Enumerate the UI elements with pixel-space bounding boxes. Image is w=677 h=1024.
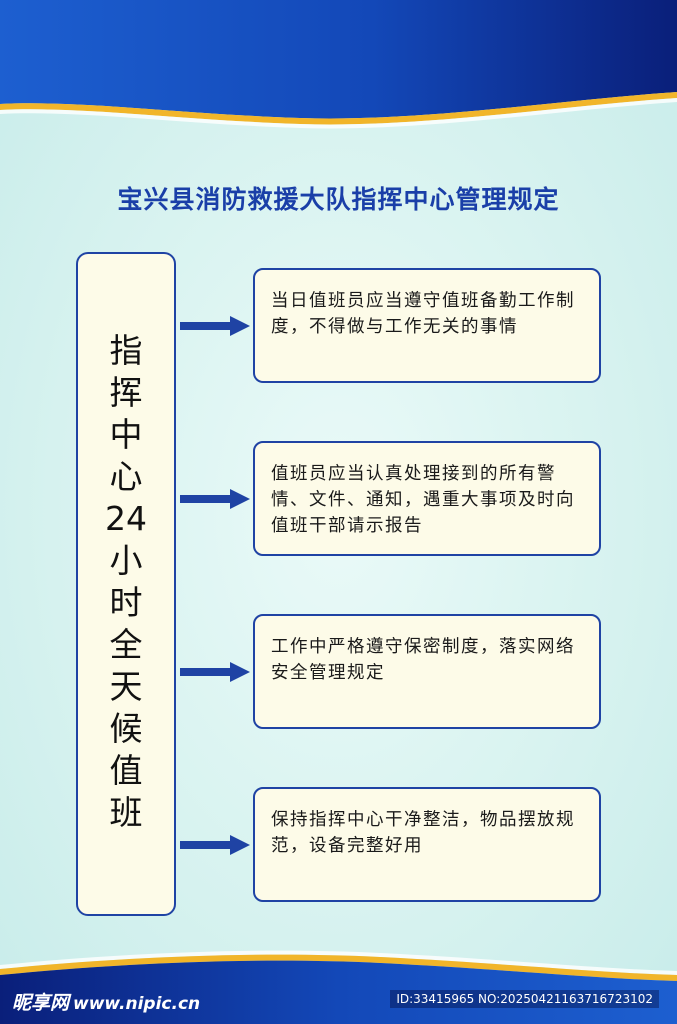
header-band (0, 0, 677, 129)
left-char: 指 (109, 331, 143, 370)
left-char: 候 (109, 709, 143, 748)
left-char: 挥 (109, 373, 143, 412)
arrow-right-icon (180, 662, 250, 682)
left-panel: 指 挥 中 心 24 小 时 全 天 候 值 班 (76, 252, 176, 916)
rule-text: 当日值班员应当遵守值班备勤工作制度，不得做与工作无关的事情 (271, 291, 575, 337)
rule-box-2: 值班员应当认真处理接到的所有警情、文件、通知，遇重大事项及时向值班干部请示报告 (253, 441, 601, 556)
watermark-id: ID:33415965 NO:20250421163716723102 (390, 990, 659, 1008)
left-char: 全 (109, 625, 143, 664)
left-char: 小 (109, 541, 143, 580)
arrow-right-icon (180, 835, 250, 855)
rule-text: 值班员应当认真处理接到的所有警情、文件、通知，遇重大事项及时向值班干部请示报告 (271, 464, 575, 536)
page-title: 宝兴县消防救援大队指挥中心管理规定 (117, 185, 560, 214)
arrow-right-icon (180, 316, 250, 336)
left-char: 心 (109, 457, 143, 496)
rule-text: 工作中严格遵守保密制度，落实网络安全管理规定 (271, 637, 575, 683)
rule-text: 保持指挥中心干净整洁，物品摆放规范，设备完整好用 (271, 810, 575, 856)
watermark-site: www.nipic.cn (73, 994, 201, 1014)
rule-box-3: 工作中严格遵守保密制度，落实网络安全管理规定 (253, 614, 601, 729)
left-char: 时 (109, 583, 143, 622)
left-char: 中 (109, 415, 143, 454)
rule-box-1: 当日值班员应当遵守值班备勤工作制度，不得做与工作无关的事情 (253, 268, 601, 383)
left-char: 值 (109, 751, 143, 790)
footer-band (0, 950, 677, 1024)
left-char: 班 (109, 793, 143, 832)
left-panel-text: 指 挥 中 心 24 小 时 全 天 候 值 班 (78, 330, 174, 834)
watermark-brand-text: 昵享网 (12, 992, 70, 1014)
arrow-right-icon (180, 489, 250, 509)
left-char: 24 (105, 499, 147, 538)
rule-box-4: 保持指挥中心干净整洁，物品摆放规范，设备完整好用 (253, 787, 601, 902)
left-char: 天 (109, 667, 143, 706)
